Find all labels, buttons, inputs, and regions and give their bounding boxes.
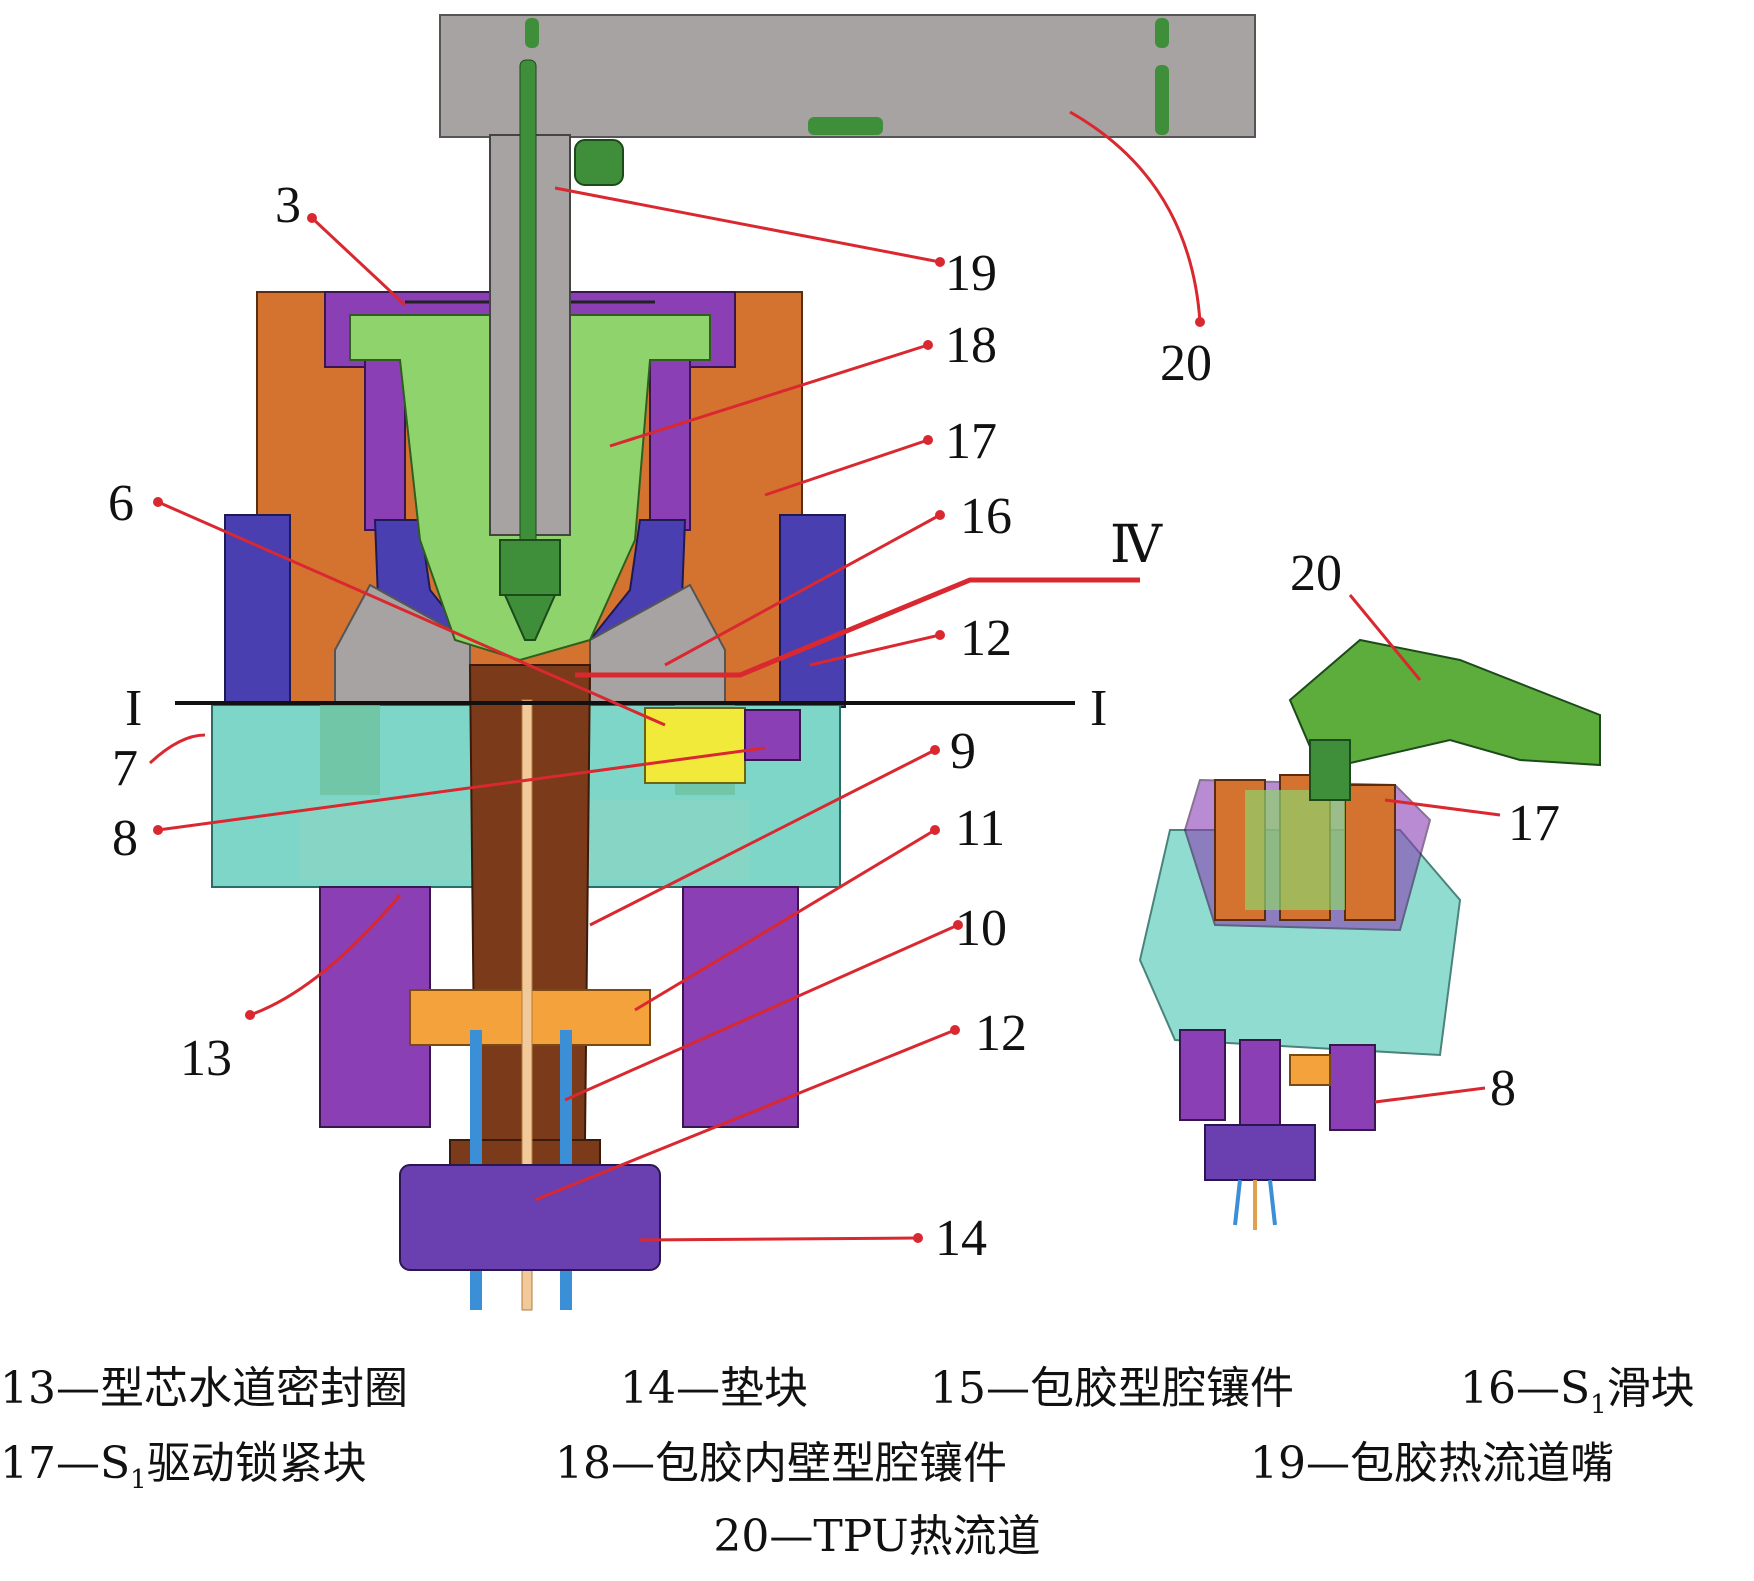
- leader-lines: [148, 110, 1501, 1242]
- caption-row-1: 13—型芯水道密封圈 14—垫块 15—包胶型腔镶件 16—S1滑块: [0, 1352, 1754, 1428]
- caption-row-2: 17—S1驱动锁紧块 18—包胶内壁型腔镶件 19—包胶热流道嘴: [0, 1427, 1754, 1503]
- section-iv-marker: [575, 577, 1140, 678]
- label-3: 3: [275, 177, 301, 234]
- label-20-top: 20: [1160, 335, 1212, 392]
- caption-14: 14—垫块: [620, 1363, 808, 1414]
- caption-20: 20—TPU热流道: [713, 1511, 1041, 1562]
- label-section-i-left: I: [125, 680, 142, 737]
- caption-16: 16—S1滑块: [1460, 1352, 1695, 1420]
- caption-17: 17—S1驱动锁紧块: [0, 1427, 367, 1495]
- caption-16-sub: 1: [1590, 1390, 1607, 1420]
- label-14: 14: [935, 1210, 987, 1267]
- caption-18: 18—包胶内壁型腔镶件: [555, 1438, 1007, 1489]
- label-18: 18: [945, 317, 997, 374]
- label-16: 16: [960, 488, 1012, 545]
- pad-block: [399, 1164, 661, 1271]
- label-17-main: 17: [945, 413, 997, 470]
- label-17-iso: 17: [1508, 795, 1560, 852]
- hot-runner-nozzle: [489, 59, 624, 641]
- label-section-i-right: I: [1090, 680, 1107, 737]
- purple-slide-guide: [744, 709, 801, 761]
- label-10: 10: [955, 900, 1007, 957]
- mold-diagram: 3 19 18 20 17 6 16 Ⅳ 20 12 I I 9 7 17 11…: [108, 14, 1601, 1311]
- caption-19: 19—包胶热流道嘴: [1250, 1438, 1614, 1489]
- label-8-iso: 8: [1490, 1060, 1516, 1117]
- caption-17-post: 驱动锁紧块: [146, 1438, 367, 1489]
- leader-dots: [153, 213, 1205, 1243]
- caption-row-3: 20—TPU热流道: [0, 1500, 1754, 1576]
- label-20-iso: 20: [1290, 545, 1342, 602]
- caption-16-pre: 16—S: [1460, 1363, 1591, 1414]
- tpu-hot-runner-plate: [439, 14, 1256, 138]
- label-7: 7: [112, 740, 138, 797]
- yellow-insert: [644, 707, 746, 784]
- caption-17-sub: 1: [130, 1465, 147, 1495]
- label-11: 11: [955, 800, 1005, 857]
- label-19: 19: [945, 245, 997, 302]
- isometric-assembly-view: [1138, 638, 1601, 1230]
- label-8: 8: [112, 810, 138, 867]
- caption-16-post: 滑块: [1606, 1363, 1695, 1414]
- label-13: 13: [180, 1030, 232, 1087]
- label-12-bottom: 12: [975, 1005, 1027, 1062]
- caption-13: 13—型芯水道密封圈: [0, 1363, 408, 1414]
- caption-17-pre: 17—S: [0, 1438, 131, 1489]
- caption-15: 15—包胶型腔镶件: [930, 1363, 1294, 1414]
- label-12-top: 12: [960, 610, 1012, 667]
- label-6: 6: [108, 475, 134, 532]
- label-section-iv: Ⅳ: [1110, 517, 1163, 574]
- label-9: 9: [950, 723, 976, 780]
